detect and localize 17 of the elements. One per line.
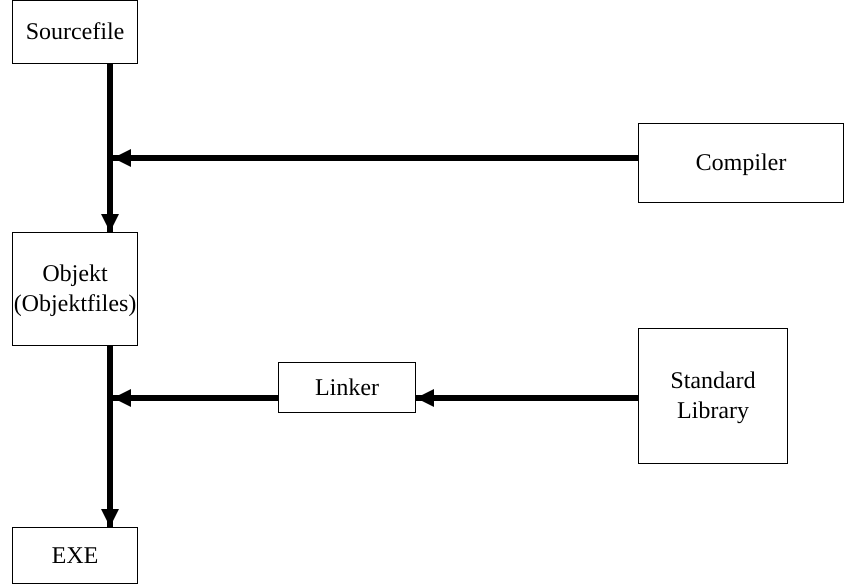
process-box <box>12 527 138 584</box>
arrow <box>113 149 638 167</box>
process-box <box>638 123 844 203</box>
arrow <box>416 389 638 407</box>
arrow <box>101 64 119 232</box>
process-box <box>638 328 788 464</box>
box-label: Objekt (Objektfiles) <box>12 260 138 319</box>
process-box <box>278 362 416 413</box>
box-label: Standard Library <box>669 367 757 426</box>
box-label: EXE <box>50 542 100 570</box>
process-box <box>12 0 138 64</box>
arrow <box>101 346 119 527</box>
process-box <box>12 232 138 346</box>
arrow <box>113 389 278 407</box>
box-label: Sourcefile <box>24 18 126 47</box>
box-label: Linker <box>314 374 380 402</box>
box-label: Compiler <box>694 149 788 178</box>
